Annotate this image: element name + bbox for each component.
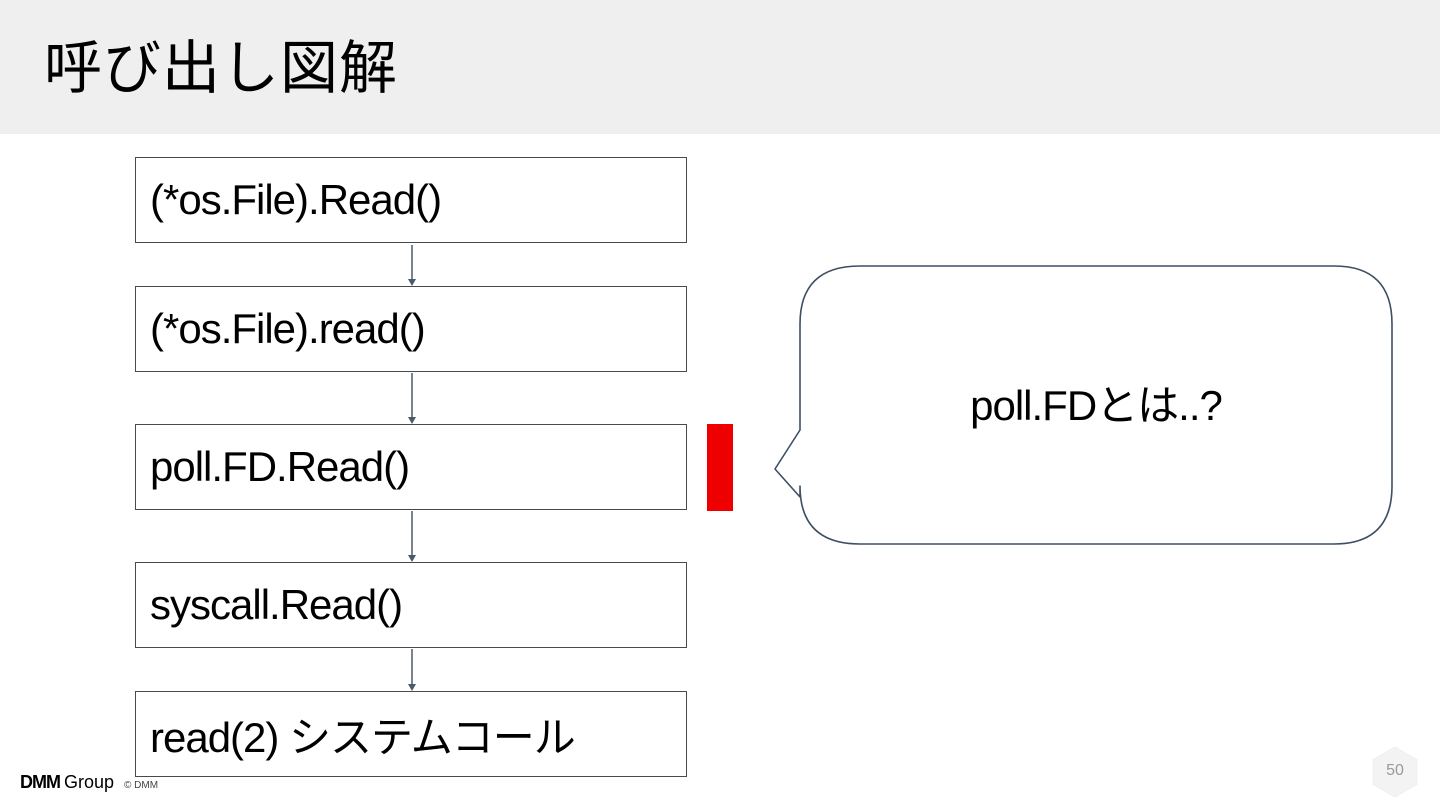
call-box-label: (*os.File).Read()	[150, 176, 442, 223]
hexagon-icon	[1372, 746, 1418, 798]
call-box-label: read(2) システムコール	[150, 713, 576, 761]
copyright-text: © DMM	[124, 780, 159, 791]
call-box-syscall-read: syscall.Read()	[135, 562, 687, 648]
arrowhead-3	[408, 555, 416, 562]
call-box-label: syscall.Read()	[150, 581, 403, 628]
call-box-poll-fd-read: poll.FD.Read()	[135, 424, 687, 510]
logo-group: Group	[64, 772, 115, 792]
arrowhead-2	[408, 417, 416, 424]
company-logo: DMM Group © DMM	[20, 772, 158, 793]
arrowhead-4	[408, 684, 416, 691]
call-box-os-file-read-lower: (*os.File).read()	[135, 286, 687, 372]
arrowhead-1	[408, 279, 416, 286]
call-box-read-syscall: read(2) システムコール	[135, 691, 687, 777]
logo-brand: DMM	[20, 772, 61, 792]
call-box-label: (*os.File).read()	[150, 305, 426, 352]
callout-text: poll.FDとは..?	[970, 382, 1223, 429]
speech-bubble-outline	[774, 265, 1393, 545]
slide-title: 呼び出し図解	[44, 34, 399, 102]
highlight-marker	[707, 424, 733, 511]
slide-header: 呼び出し図解	[0, 0, 1440, 134]
page-number: 50	[1386, 762, 1404, 779]
call-box-label: poll.FD.Read()	[150, 443, 410, 490]
call-box-os-file-read: (*os.File).Read()	[135, 157, 687, 243]
